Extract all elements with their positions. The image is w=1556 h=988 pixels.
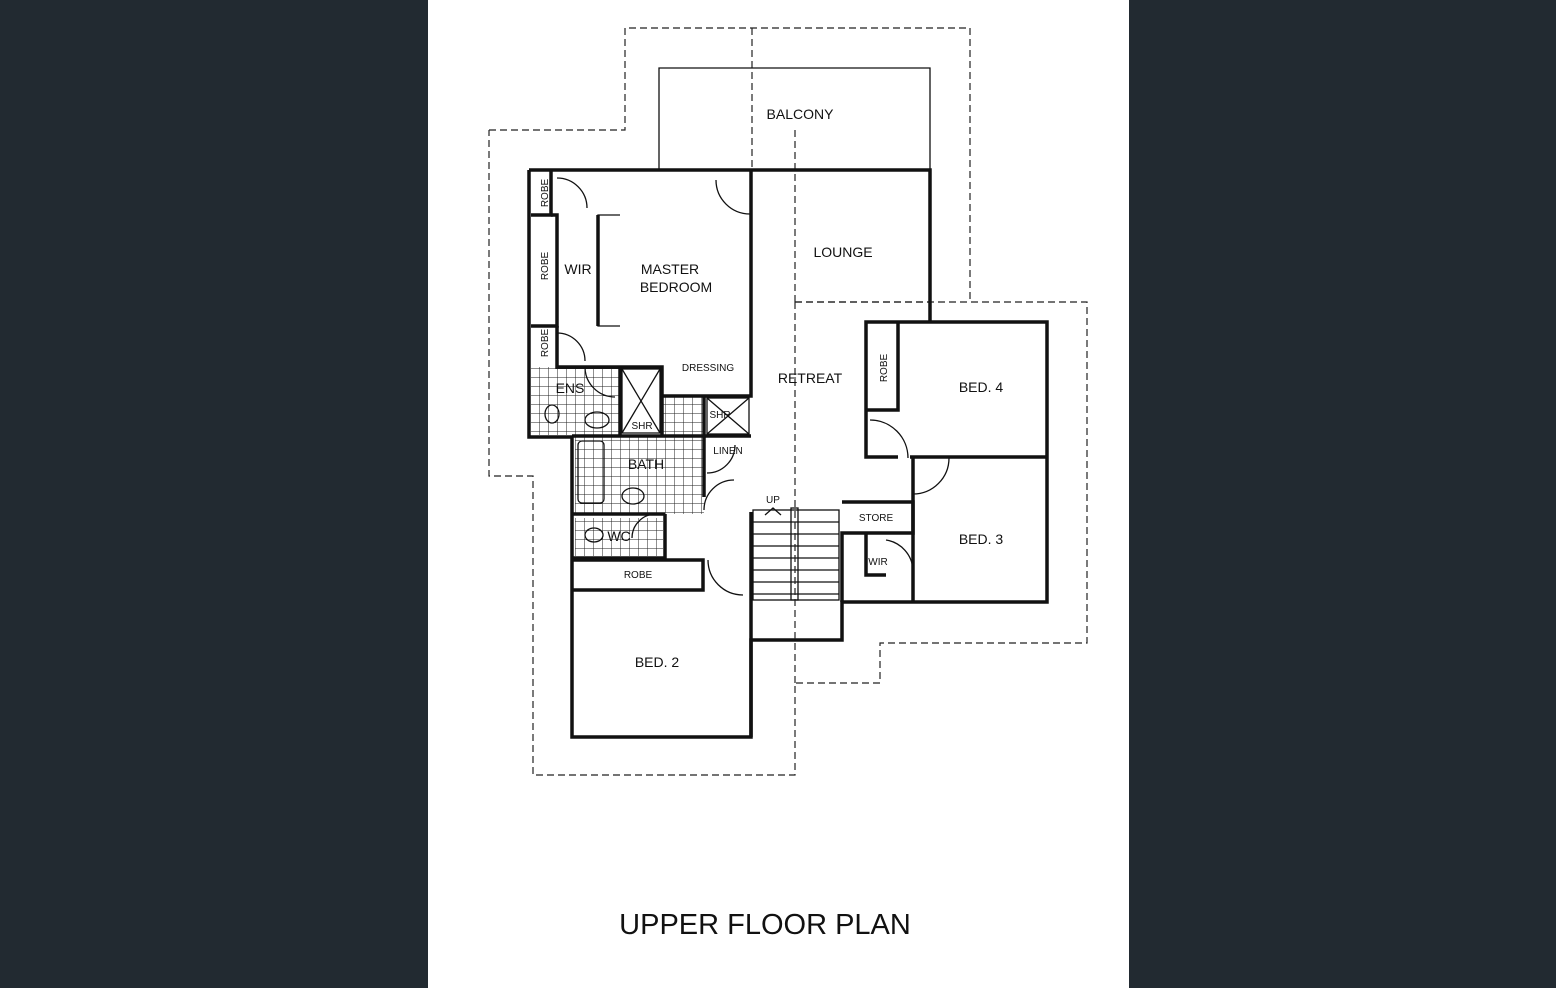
label-dressing: DRESSING — [682, 363, 734, 374]
label-robe-bed4: ROBE — [879, 354, 890, 383]
label-retreat: RETREAT — [778, 370, 843, 386]
label-balcony: BALCONY — [767, 106, 835, 122]
balcony-rail — [658, 67, 931, 170]
label-bed3: BED. 3 — [959, 531, 1004, 547]
label-master: MASTER — [641, 261, 699, 277]
label-linen: LINEN — [713, 446, 742, 457]
walls — [527, 168, 1049, 739]
label-shr-bath: SHR — [709, 410, 730, 421]
label-robe-a: ROBE — [540, 179, 551, 208]
label-wc: WC — [607, 528, 630, 544]
label-wir-master: WIR — [564, 261, 591, 277]
label-bath: BATH — [628, 456, 664, 472]
label-wir-bed3: WIR — [868, 557, 887, 568]
doors — [556, 177, 950, 596]
label-bedroom: BEDROOM — [640, 279, 712, 295]
tiled-floors — [531, 367, 704, 556]
label-bed4: BED. 4 — [959, 379, 1004, 395]
floor-plan-sheet — [428, 0, 1129, 988]
label-up: UP — [766, 495, 780, 506]
label-bed2: BED. 2 — [635, 654, 680, 670]
room-labels: BALCONY LOUNGE MASTER BEDROOM WIR ROBE R… — [540, 106, 1003, 670]
label-robe-bed2: ROBE — [624, 570, 653, 581]
label-store: STORE — [859, 513, 894, 524]
plan-title: UPPER FLOOR PLAN — [619, 909, 911, 941]
fixtures — [544, 302, 840, 683]
label-robe-b: ROBE — [540, 252, 551, 281]
label-shr-ens: SHR — [631, 421, 652, 432]
label-ens: ENS — [556, 380, 585, 396]
label-robe-c: ROBE — [540, 329, 551, 358]
label-lounge: LOUNGE — [813, 244, 872, 260]
roof-outline — [488, 27, 1088, 776]
